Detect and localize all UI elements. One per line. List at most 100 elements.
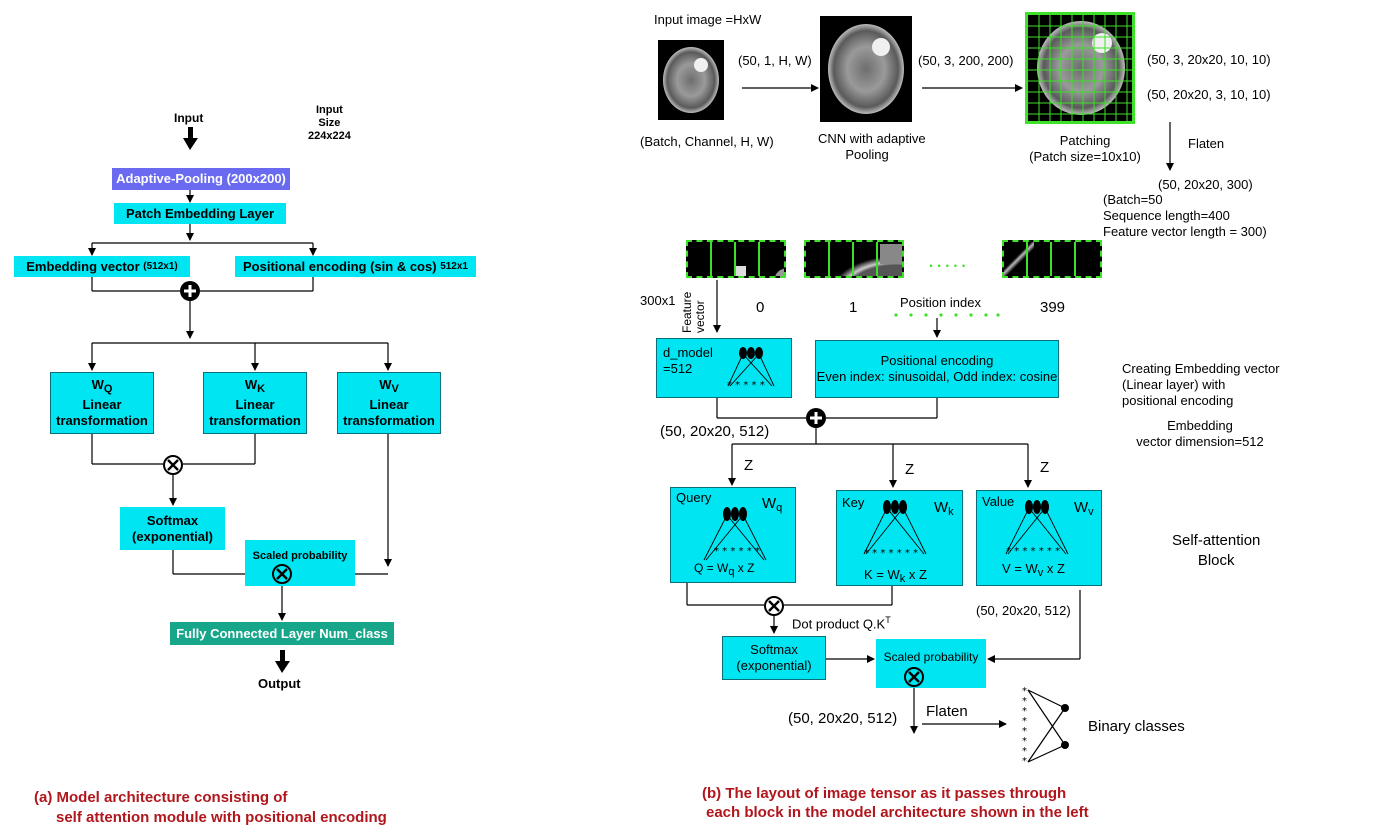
input-image-label: Input image =HxW bbox=[654, 12, 762, 27]
patch-embedding-label: Patch Embedding Layer bbox=[125, 205, 275, 221]
plus-icon bbox=[806, 408, 826, 428]
shape6-label: (50, 20x20, 512) bbox=[660, 423, 770, 440]
key-box bbox=[836, 490, 963, 586]
shape4-label: (50, 20x20, 3, 10, 10) bbox=[1147, 87, 1271, 102]
key-eq-sub: k bbox=[899, 573, 906, 585]
z-label-key: Z bbox=[905, 461, 915, 478]
wv-line1: Linear bbox=[369, 397, 409, 412]
multiply-icon bbox=[764, 596, 784, 616]
cnn-mri-image bbox=[820, 16, 912, 122]
dot-product-label: Dot product Q.KT bbox=[792, 612, 891, 632]
batch-info-line1: (Batch=50 bbox=[1103, 192, 1163, 207]
positional-encoding-dim: 512x1 bbox=[440, 260, 468, 272]
shape5-label: (50, 20x20, 300) bbox=[1158, 177, 1253, 192]
patching-label: Patching (Patch size=10x10) bbox=[1026, 133, 1144, 165]
wv-symbol: W bbox=[379, 377, 392, 392]
embedding-dim-line1: Embedding bbox=[1167, 418, 1233, 433]
wk-line1: Linear bbox=[235, 397, 275, 412]
self-attention-line2: Block bbox=[1197, 552, 1235, 569]
batch-info-line2: Sequence length=400 bbox=[1103, 208, 1230, 223]
right-softmax-sub: (exponential) bbox=[736, 658, 812, 673]
input-neurons-icon: * * * * * * * * bbox=[1022, 686, 1027, 767]
key-eq-pre: K = W bbox=[864, 567, 900, 582]
index-399: 399 bbox=[1040, 299, 1066, 316]
wv-box: WV Linear transformation bbox=[337, 372, 441, 434]
key-network-icon: * * * * * * * bbox=[863, 500, 927, 558]
self-attention-label: Self-attention Block bbox=[1172, 531, 1260, 571]
key-title: Key bbox=[842, 495, 865, 510]
index-1: 1 bbox=[849, 299, 858, 316]
wk-box: WK Linear transformation bbox=[203, 372, 307, 434]
self-attention-line1: Self-attention bbox=[1172, 532, 1261, 549]
shape7-label: (50, 20x20, 512) bbox=[976, 603, 1071, 618]
svg-text:* * * * *: * * * * * bbox=[727, 380, 765, 390]
shape3-label: (50, 3, 20x20, 10, 10) bbox=[1147, 52, 1271, 67]
shape8-label: (50, 20x20, 512) bbox=[788, 710, 898, 727]
wq-box: WQ Linear transformation bbox=[50, 372, 154, 434]
right-scaled-probability-box: Scaled probability bbox=[876, 639, 986, 688]
caption-b-line2: each block in the model architecture sho… bbox=[706, 804, 1089, 821]
creating-embedding-line3: positional encoding bbox=[1122, 393, 1234, 408]
caption-b-line1: (b) The layout of image tensor as it pas… bbox=[702, 785, 1067, 802]
svg-text:*: * bbox=[1022, 686, 1027, 697]
value-eq-sub: v bbox=[1037, 567, 1044, 579]
patch-embedding-box: Patch Embedding Layer bbox=[114, 203, 286, 224]
feature-dim-label: 300x1 bbox=[640, 293, 676, 308]
query-equation: Q = Wq x Z bbox=[694, 560, 754, 580]
flaten2-label: Flaten bbox=[926, 703, 968, 720]
svg-text:*: * bbox=[1022, 716, 1027, 727]
patch-strip-1 bbox=[804, 240, 904, 278]
svg-text:*: * bbox=[1022, 696, 1027, 707]
creating-embedding-line1: Creating Embedding vector bbox=[1122, 361, 1280, 376]
right-softmax-label: Softmax bbox=[750, 642, 798, 657]
linear-layer-icon: * * * * * bbox=[727, 347, 775, 390]
key-equation: K = Wk x Z bbox=[864, 567, 927, 587]
binary-classes-label: Binary classes bbox=[1088, 718, 1185, 735]
value-eq-pre: V = W bbox=[1002, 561, 1038, 576]
query-wsub: q bbox=[776, 502, 783, 514]
d-model-line2: =512 bbox=[663, 361, 693, 376]
fully-connected-label: Fully Connected Layer Num_class bbox=[176, 625, 388, 641]
query-eq-post: x Z bbox=[734, 561, 755, 575]
index-0: 0 bbox=[756, 299, 765, 316]
dot-product-text: Dot product Q.K bbox=[792, 616, 886, 632]
key-weight: Wk bbox=[934, 500, 954, 520]
batch-info: (Batch=50 Sequence length=400 Feature ve… bbox=[1103, 192, 1267, 240]
z-label-query: Z bbox=[744, 457, 754, 474]
svg-text:*: * bbox=[1022, 706, 1027, 717]
output-label: Output bbox=[258, 676, 301, 691]
positional-encoding-box: Positional encoding (sin & cos) 512x1 bbox=[235, 256, 476, 277]
embedding-vector-box: Embedding vector (512x1) bbox=[14, 256, 190, 277]
shape2-label: (50, 3, 200, 200) bbox=[918, 53, 1014, 68]
patching-title: Patching bbox=[1059, 133, 1111, 148]
wv-sub: V bbox=[391, 383, 399, 395]
patch-strip-0 bbox=[686, 240, 786, 278]
query-eq-sub: q bbox=[728, 566, 735, 578]
input-size-line-2: Size bbox=[318, 117, 341, 129]
query-eq-pre: Q = W bbox=[694, 561, 729, 575]
left-softmax-box: Softmax (exponential) bbox=[120, 507, 225, 550]
input-mri-image bbox=[658, 40, 724, 120]
bchw-label: (Batch, Channel, H, W) bbox=[640, 134, 774, 149]
embedding-dim-label: Embedding vector dimension=512 bbox=[1126, 418, 1274, 450]
wk-sub: K bbox=[257, 383, 266, 395]
feature-vector-line2: vector bbox=[693, 300, 707, 333]
value-eq-post: x Z bbox=[1043, 561, 1065, 576]
flaten-label: Flaten bbox=[1188, 136, 1225, 151]
value-title: Value bbox=[982, 494, 1015, 509]
value-weight: Wv bbox=[1074, 500, 1094, 520]
wk-symbol: W bbox=[244, 377, 258, 392]
cnn-line2: Pooling bbox=[845, 147, 889, 162]
left-scaled-probability-label: Scaled probability bbox=[252, 550, 348, 562]
input-size-line-1: Input bbox=[315, 104, 343, 116]
multiply-icon bbox=[163, 455, 183, 475]
adaptive-pooling-label: Adaptive-Pooling (200x200) bbox=[116, 171, 286, 186]
z-label-value: Z bbox=[1040, 459, 1050, 476]
wq-sub: Q bbox=[103, 383, 113, 395]
shape1-label: (50, 1, H, W) bbox=[738, 53, 812, 68]
patch-strip-399 bbox=[1002, 240, 1102, 278]
svg-text:* * * * * * *: * * * * * * * bbox=[864, 548, 918, 558]
multiply-icon bbox=[272, 564, 292, 584]
value-network-icon: * * * * * * * bbox=[1005, 500, 1069, 557]
positional-encoding-right-box: Positional encoding Even index: sinusoid… bbox=[815, 340, 1059, 398]
